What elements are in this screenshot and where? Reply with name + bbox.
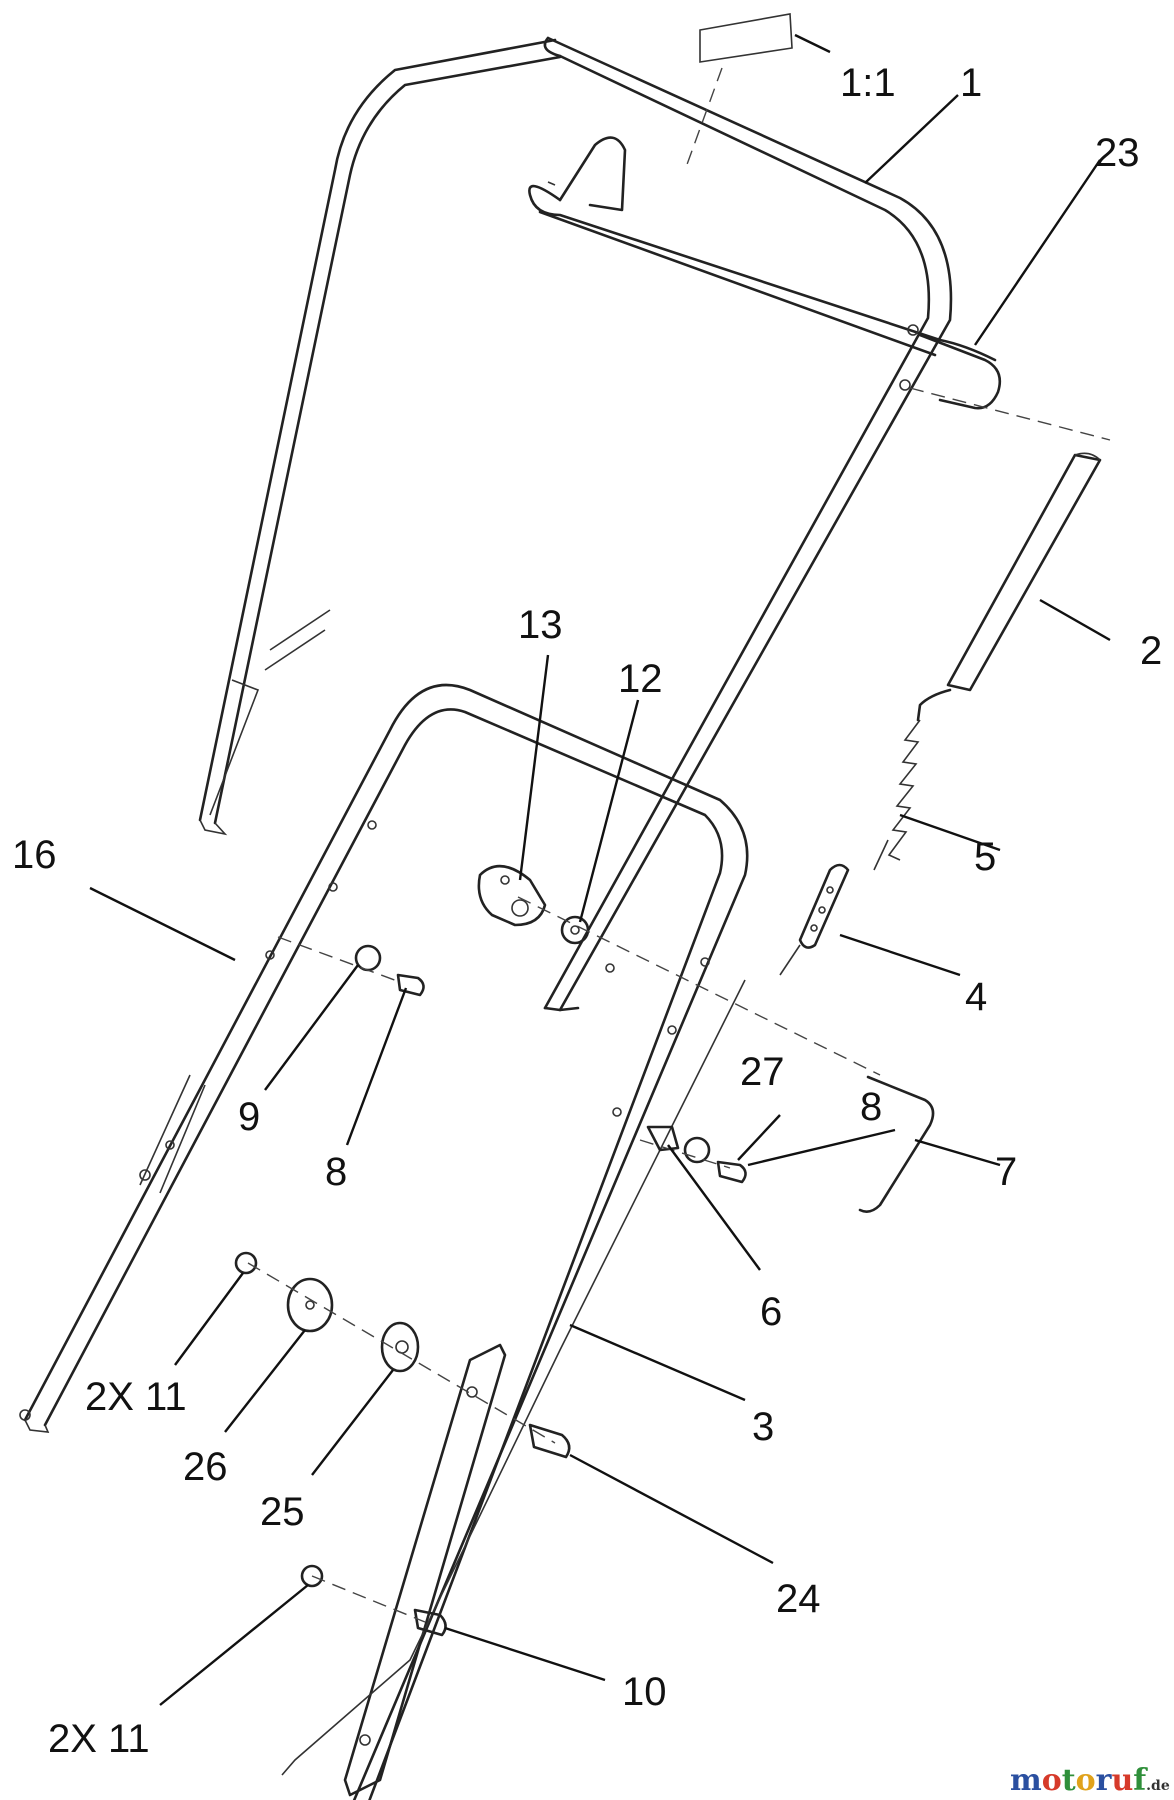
callout-8b: 8 [325,1150,347,1194]
watermark-logo: motoruf.de [1010,1763,1170,1798]
callout-labels: 1:1 1 23 2 13 12 5 16 4 27 8 9 8 7 6 2X … [12,61,1162,1761]
callout-13: 13 [518,603,563,647]
callout-9: 9 [238,1095,260,1139]
decal [699,13,793,63]
callout-26: 26 [183,1445,228,1489]
callout-8a: 8 [860,1085,882,1129]
callout-scale: 1:1 [840,61,896,105]
spacer-25 [380,1321,420,1373]
washer-9 [354,944,382,972]
callout-3: 3 [752,1405,774,1449]
spring [873,688,952,871]
callout-24: 24 [776,1577,821,1621]
bracket [899,324,1002,410]
callout-23: 23 [1095,131,1140,175]
washer-27 [683,1136,711,1164]
callout-11a: 2X 11 [85,1375,187,1419]
bolt-24 [528,1423,571,1459]
callout-10: 10 [622,1670,667,1714]
bolt-8-lower [716,1160,747,1184]
callout-2: 2 [1140,629,1162,673]
handle-bracket [343,1343,507,1797]
bail-bar [528,136,997,362]
lower-handle [19,683,749,1800]
callout-1: 1 [960,61,982,105]
callout-11b: 2X 11 [48,1717,150,1761]
callout-12: 12 [618,657,663,701]
callout-6: 6 [760,1290,782,1334]
callout-7: 7 [995,1150,1017,1194]
bolt-8-upper [396,973,425,997]
callout-25: 25 [260,1490,305,1534]
callout-5: 5 [974,835,996,879]
rod [858,1075,935,1213]
control-cable [281,979,746,1776]
callout-27: 27 [740,1050,785,1094]
nut-11-lower [300,1564,324,1588]
nut-11-upper [234,1251,258,1275]
clip-6 [646,1125,680,1152]
grip [946,452,1102,692]
callout-16: 16 [12,833,57,877]
alignment-lines [247,67,1111,1623]
pivot-block [477,864,547,927]
washer [560,915,590,945]
callout-4: 4 [965,975,987,1019]
bolt-10 [413,1608,447,1637]
link-plate [779,863,850,976]
washer-26 [286,1277,334,1333]
upper-handle [198,36,953,1012]
leader-lines [89,33,1111,1706]
svg-text:motoruf.de: motoruf.de [1010,1763,1170,1798]
